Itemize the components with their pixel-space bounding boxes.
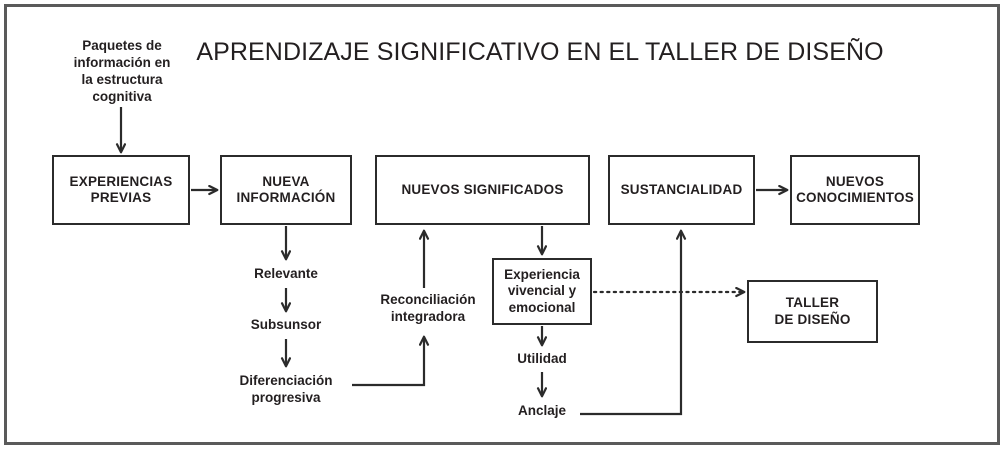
node-sustancialidad[interactable]: SUSTANCIALIDAD [608, 155, 755, 225]
page-title: APRENDIZAJE SIGNIFICATIVO EN EL TALLER D… [196, 38, 884, 66]
label-subsunsor: Subsunsor [250, 317, 322, 332]
node-label: Experiencia vivencial y emocional [504, 267, 580, 315]
node-label: TALLER DE DISEÑO [774, 295, 851, 327]
node-taller-de-diseno[interactable]: TALLER DE DISEÑO [747, 280, 878, 343]
caption-paquetes-informacion: Paquetes de información en la estructura… [73, 38, 171, 104]
node-label: NUEVOS SIGNIFICADOS [401, 181, 564, 197]
outer-frame [4, 4, 1000, 445]
node-label: NUEVA INFORMACIÓN [236, 173, 336, 205]
node-label: NUEVOS CONOCIMIENTOS [796, 173, 914, 205]
node-nuevos-conocimientos[interactable]: NUEVOS CONOCIMIENTOS [790, 155, 920, 225]
label-anclaje: Anclaje [517, 403, 567, 418]
label-relevante: Relevante [254, 266, 318, 281]
node-nueva-informacion[interactable]: NUEVA INFORMACIÓN [220, 155, 352, 225]
node-label: EXPERIENCIAS PREVIAS [69, 173, 173, 205]
label-reconciliacion-integradora: Reconciliación integradora [380, 292, 476, 324]
node-experiencias-previas[interactable]: EXPERIENCIAS PREVIAS [52, 155, 190, 225]
node-experiencia-vivencial-emocional[interactable]: Experiencia vivencial y emocional [492, 258, 592, 325]
node-nuevos-significados[interactable]: NUEVOS SIGNIFICADOS [375, 155, 590, 225]
label-utilidad: Utilidad [517, 351, 567, 366]
label-diferenciacion-progresiva: Diferenciación progresiva [239, 373, 333, 405]
node-label: SUSTANCIALIDAD [620, 181, 743, 197]
